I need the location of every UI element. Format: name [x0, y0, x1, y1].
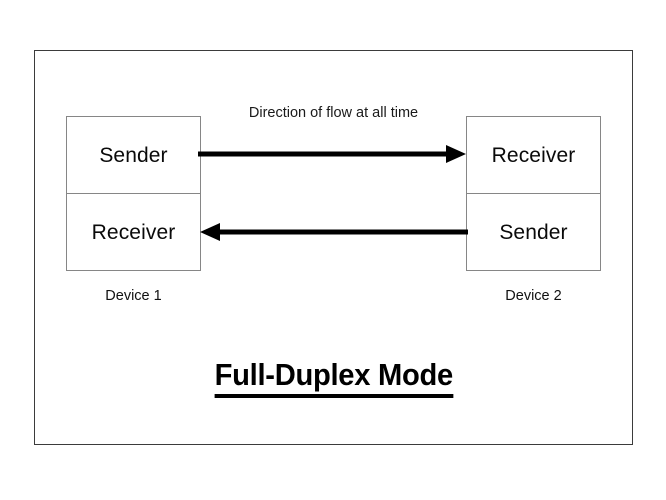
device-1-caption: Device 1 [105, 288, 162, 304]
device-1-sender-label: Sender [99, 144, 168, 168]
backward-arrow-icon [200, 223, 468, 241]
device-2-receiver-label: Receiver [491, 144, 576, 168]
device-1-receiver-label: Receiver [91, 221, 176, 245]
diagram-title: Full-Duplex Mode [34, 358, 633, 398]
device-2-caption: Device 2 [505, 288, 562, 304]
device-1-box: Sender Receiver [66, 116, 201, 271]
device-2-cell-sender: Sender [467, 194, 600, 271]
device-1-cell-sender: Sender [67, 117, 200, 194]
device-2-cell-receiver: Receiver [467, 117, 600, 194]
device-1-cell-receiver: Receiver [67, 194, 200, 271]
diagram-title-text: Full-Duplex Mode [214, 358, 453, 398]
device-2-box: Receiver Sender [466, 116, 601, 271]
device-2-sender-label: Sender [499, 221, 568, 245]
forward-arrow-icon [198, 145, 466, 163]
flow-direction-caption: Direction of flow at all time [248, 105, 419, 121]
